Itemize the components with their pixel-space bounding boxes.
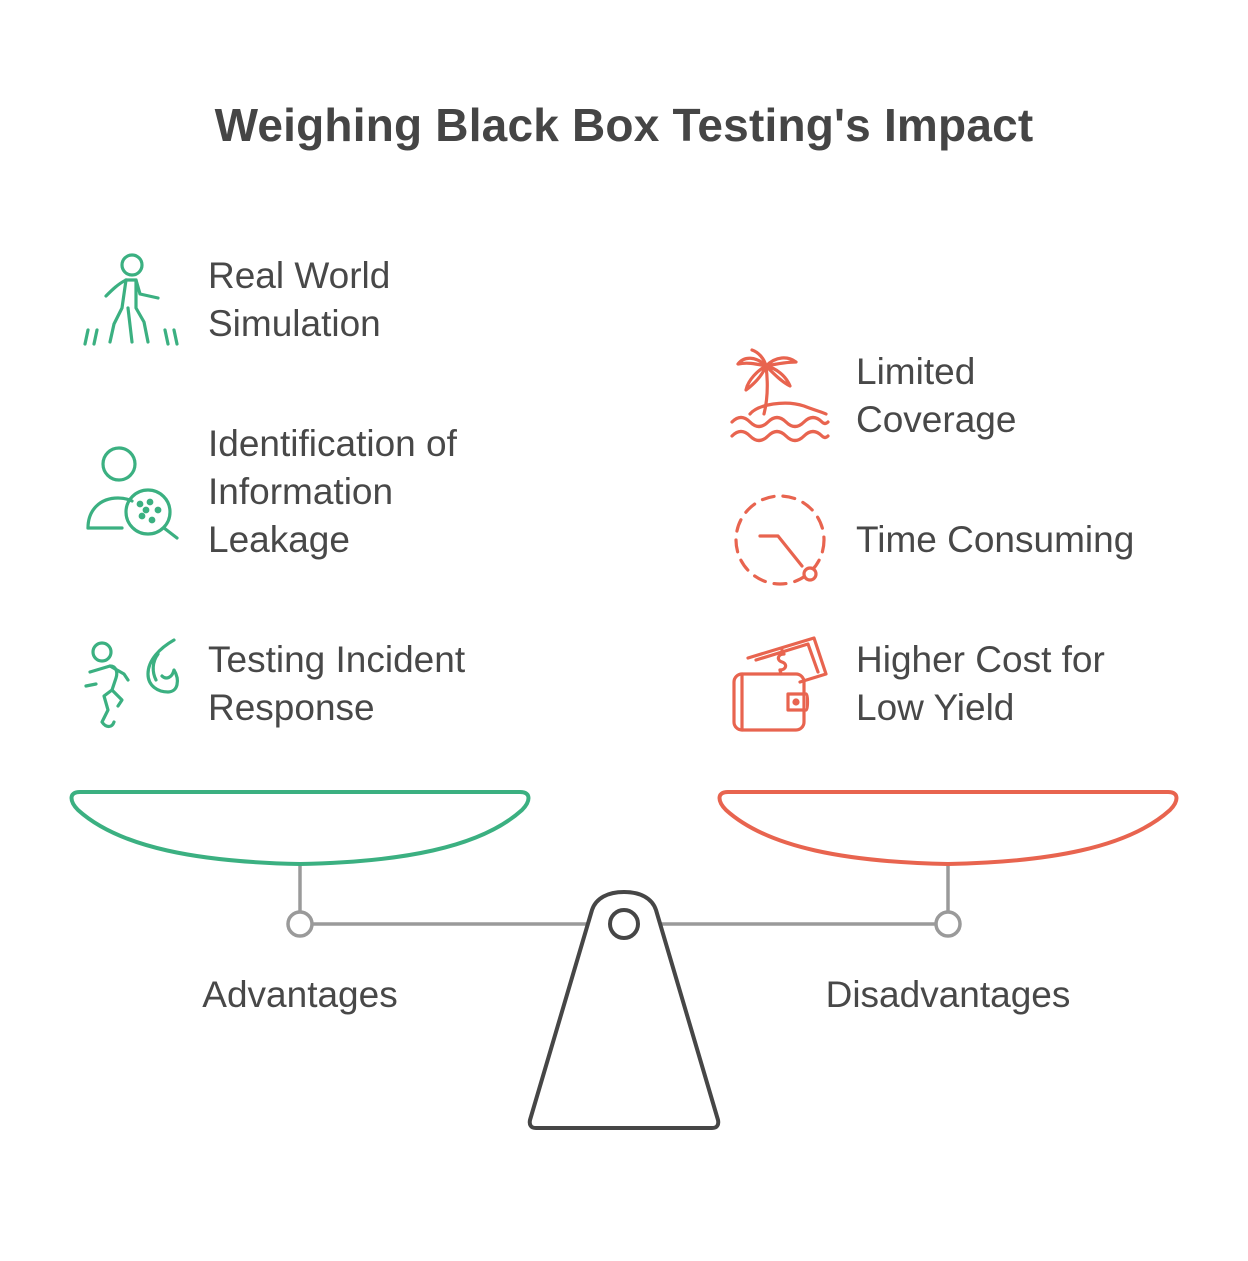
advantages-pan (69, 790, 531, 867)
island-palm-icon (730, 346, 830, 446)
scale-fulcrum (527, 890, 721, 1130)
person-magnifier-icon (84, 442, 184, 542)
advantage-item-1: Real World Simulation (208, 252, 390, 348)
disadvantage-item-label: Time Consuming (856, 519, 1135, 560)
disadvantage-item-3: Higher Cost for Low Yield (856, 636, 1105, 732)
disadvantage-item-label: Limited Coverage (856, 351, 1017, 440)
fulcrum-pivot (608, 908, 640, 940)
advantage-item-label: Identification of Information Leakage (208, 423, 457, 560)
advantage-item-label: Real World Simulation (208, 255, 391, 344)
advantage-item-label: Testing Incident Response (208, 639, 466, 728)
person-fire-icon (82, 634, 182, 734)
dashed-clock-icon (730, 490, 830, 590)
disadvantages-label: Disadvantages (825, 974, 1071, 1015)
advantages-label: Advantages (202, 974, 398, 1015)
advantage-item-2: Identification of Information Leakage (208, 420, 457, 564)
page-title: Weighing Black Box Testing's Impact (214, 99, 1034, 151)
disadvantage-item-label: Higher Cost for Low Yield (856, 639, 1105, 728)
right-joint (934, 910, 962, 938)
wallet-money-icon (730, 634, 830, 734)
left-joint (286, 910, 314, 938)
disadvantage-item-2: Time Consuming (856, 516, 1134, 564)
advantage-item-3: Testing Incident Response (208, 636, 465, 732)
disadvantage-item-1: Limited Coverage (856, 348, 1016, 444)
walking-person-icon (82, 250, 182, 350)
disadvantages-pan (717, 790, 1179, 867)
